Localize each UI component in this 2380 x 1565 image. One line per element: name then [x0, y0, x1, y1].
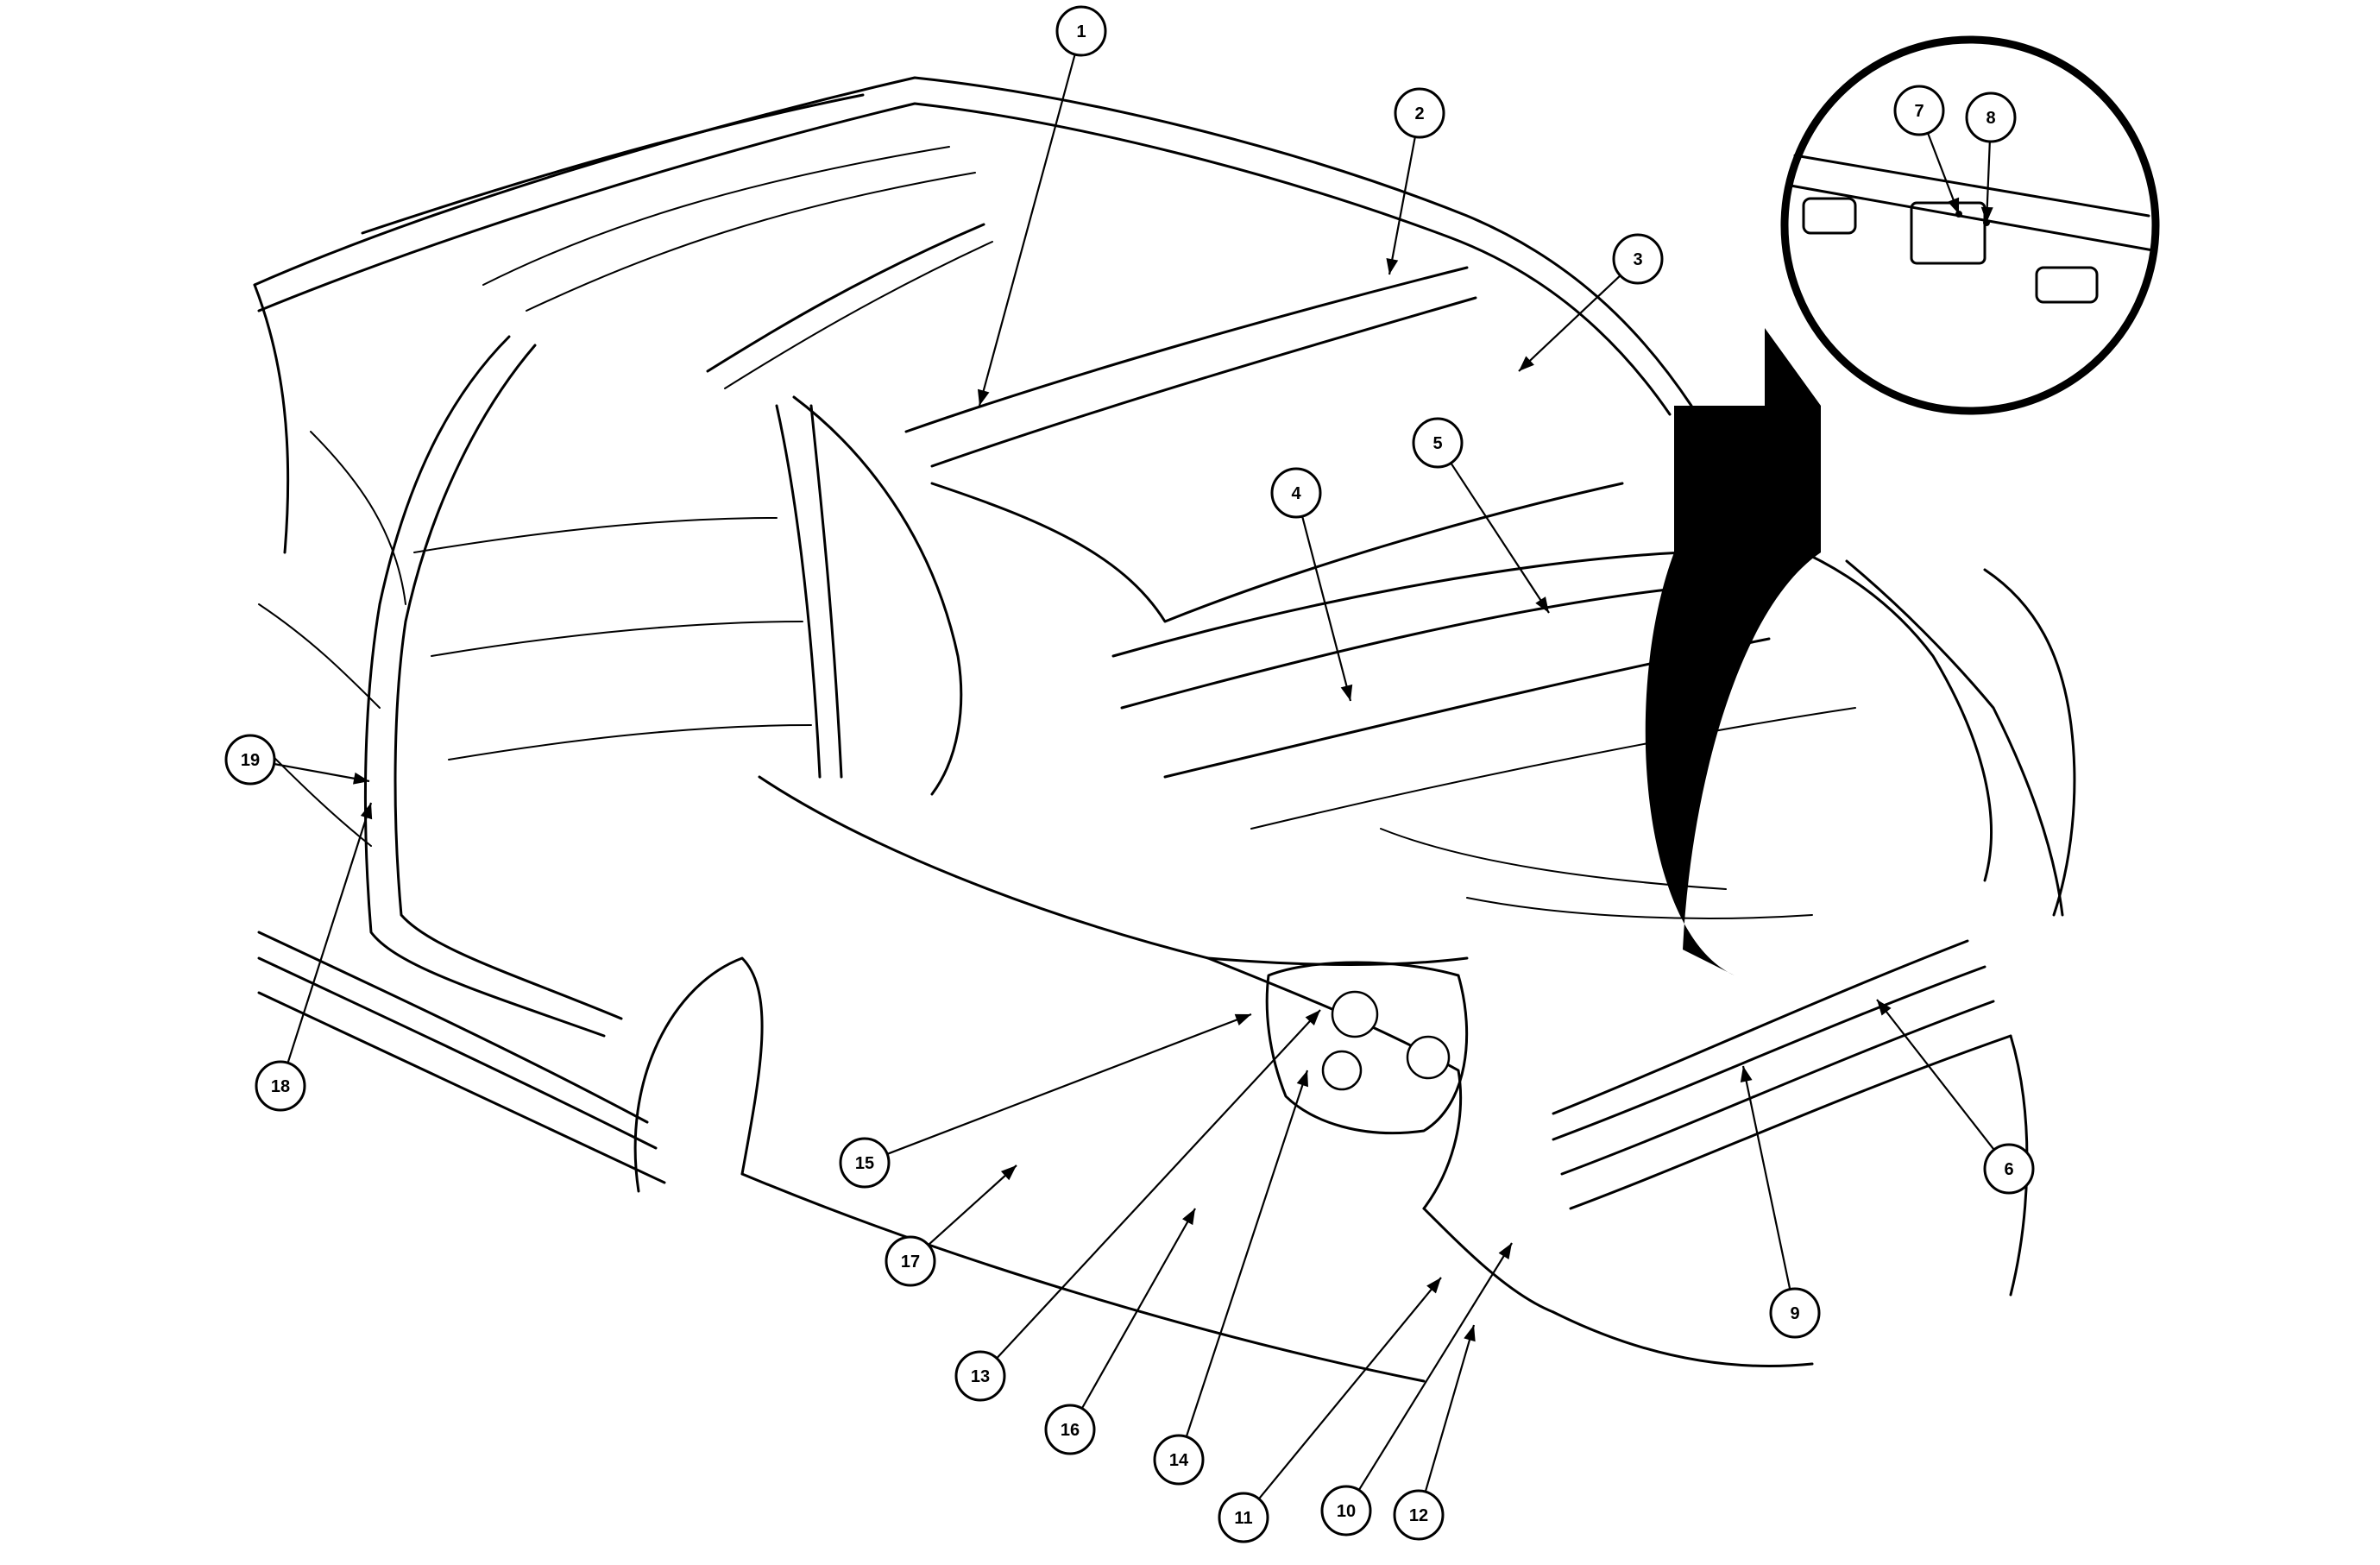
callout-8-label: 8 — [1986, 109, 1995, 128]
callout-11-leader — [1257, 1277, 1442, 1500]
callout-4-label: 4 — [1291, 484, 1301, 503]
callout-16-circle — [1044, 1404, 1096, 1455]
callout-5-label: 5 — [1432, 434, 1442, 453]
callout-6: 6 — [1876, 999, 2035, 1195]
callout-17: 17 — [885, 1164, 1017, 1287]
callout-13-arrowhead — [1305, 1010, 1320, 1025]
callout-19-leader — [274, 762, 370, 783]
callout-17-arrowhead — [1000, 1165, 1017, 1181]
callout-18: 18 — [255, 802, 373, 1112]
callout-5-leader — [1450, 462, 1550, 614]
callout-12-arrowhead — [1464, 1325, 1476, 1342]
callout-8: 8 — [1965, 92, 2017, 224]
callout-7-circle — [1893, 85, 1945, 136]
callout-14-circle — [1153, 1434, 1205, 1486]
callout-11-label: 11 — [1234, 1509, 1252, 1528]
callout-4: 4 — [1270, 467, 1353, 702]
callout-12-label: 12 — [1409, 1506, 1428, 1525]
callout-10-circle — [1320, 1485, 1372, 1537]
callout-17-label: 17 — [901, 1253, 920, 1272]
callout-18-circle — [255, 1060, 306, 1112]
callout-13-circle — [954, 1350, 1006, 1402]
callout-3-label: 3 — [1633, 250, 1642, 269]
callout-9-leader — [1741, 1065, 1791, 1290]
callout-5-circle — [1412, 417, 1464, 469]
callout-14-label: 14 — [1169, 1451, 1189, 1470]
callout-10-label: 10 — [1337, 1502, 1356, 1521]
callout-19: 19 — [224, 734, 370, 786]
callout-8-arrowhead — [1980, 206, 1993, 223]
callout-3-circle — [1612, 233, 1664, 285]
callout-9-arrowhead — [1740, 1066, 1753, 1083]
callout-13-label: 13 — [971, 1367, 990, 1386]
callout-18-leader — [286, 802, 373, 1063]
callout-7-label: 7 — [1914, 102, 1924, 121]
callout-10-leader — [1357, 1242, 1513, 1491]
callout-6-leader — [1876, 999, 1995, 1151]
callout-18-arrowhead — [360, 803, 373, 820]
callout-12: 12 — [1393, 1324, 1476, 1541]
callout-1: 1 — [977, 5, 1107, 407]
callout-4-arrowhead — [1340, 684, 1353, 701]
callout-9-label: 9 — [1790, 1304, 1799, 1323]
inset-detail — [1780, 35, 2160, 415]
callout-4-leader — [1301, 515, 1352, 702]
callout-1-circle — [1055, 5, 1107, 57]
callout-13: 13 — [954, 1009, 1321, 1402]
callout-3-leader — [1518, 275, 1621, 372]
callout-12-leader — [1424, 1324, 1476, 1492]
callout-19-label: 19 — [241, 751, 260, 770]
callout-19-circle — [224, 734, 276, 786]
callout-1-arrowhead — [977, 388, 990, 406]
callout-8-circle — [1965, 92, 2017, 143]
callout-15-leader — [886, 1013, 1252, 1155]
callout-9-circle — [1769, 1287, 1821, 1339]
callout-14: 14 — [1153, 1070, 1309, 1486]
callout-3-arrowhead — [1519, 356, 1534, 371]
callout-2-circle — [1394, 87, 1445, 139]
callout-10-arrowhead — [1498, 1243, 1512, 1259]
callout-2-leader — [1388, 136, 1416, 275]
callout-9: 9 — [1740, 1065, 1821, 1339]
callout-14-leader — [1185, 1070, 1309, 1437]
callout-1-label: 1 — [1076, 22, 1086, 41]
callout-15-arrowhead — [1234, 1013, 1251, 1025]
callout-1-leader — [978, 54, 1076, 407]
callout-12-circle — [1393, 1489, 1445, 1541]
callout-11: 11 — [1218, 1277, 1442, 1543]
callout-7-arrowhead — [1948, 197, 1960, 214]
callout-7: 7 — [1893, 85, 1961, 215]
callout-15: 15 — [839, 1013, 1252, 1189]
callout-15-circle — [839, 1137, 891, 1189]
callout-16: 16 — [1044, 1208, 1196, 1455]
callout-10: 10 — [1320, 1242, 1513, 1537]
callout-16-arrowhead — [1182, 1208, 1195, 1226]
callout-4-circle — [1270, 467, 1322, 519]
callout-6-arrowhead — [1877, 1000, 1892, 1016]
callout-15-label: 15 — [855, 1154, 874, 1173]
callout-2-arrowhead — [1386, 258, 1399, 275]
callout-2: 2 — [1386, 87, 1445, 275]
callout-3: 3 — [1518, 233, 1664, 372]
callout-2-label: 2 — [1414, 104, 1424, 123]
car-body-linework — [253, 76, 2076, 1383]
callout-14-arrowhead — [1296, 1070, 1308, 1088]
callout-11-circle — [1218, 1492, 1269, 1543]
callout-6-label: 6 — [2004, 1160, 2013, 1179]
callout-17-leader — [928, 1164, 1017, 1246]
callout-11-arrowhead — [1426, 1278, 1441, 1294]
callout-5-arrowhead — [1535, 596, 1549, 613]
detail-arrow — [1645, 328, 1821, 975]
callout-19-arrowhead — [353, 772, 369, 785]
callout-16-leader — [1080, 1208, 1196, 1410]
callout-6-circle — [1983, 1143, 2035, 1195]
callout-16-label: 16 — [1061, 1421, 1080, 1440]
callout-13-leader — [996, 1009, 1321, 1360]
callout-5: 5 — [1412, 417, 1550, 614]
callout-17-circle — [885, 1235, 936, 1287]
callout-18-label: 18 — [271, 1077, 290, 1096]
